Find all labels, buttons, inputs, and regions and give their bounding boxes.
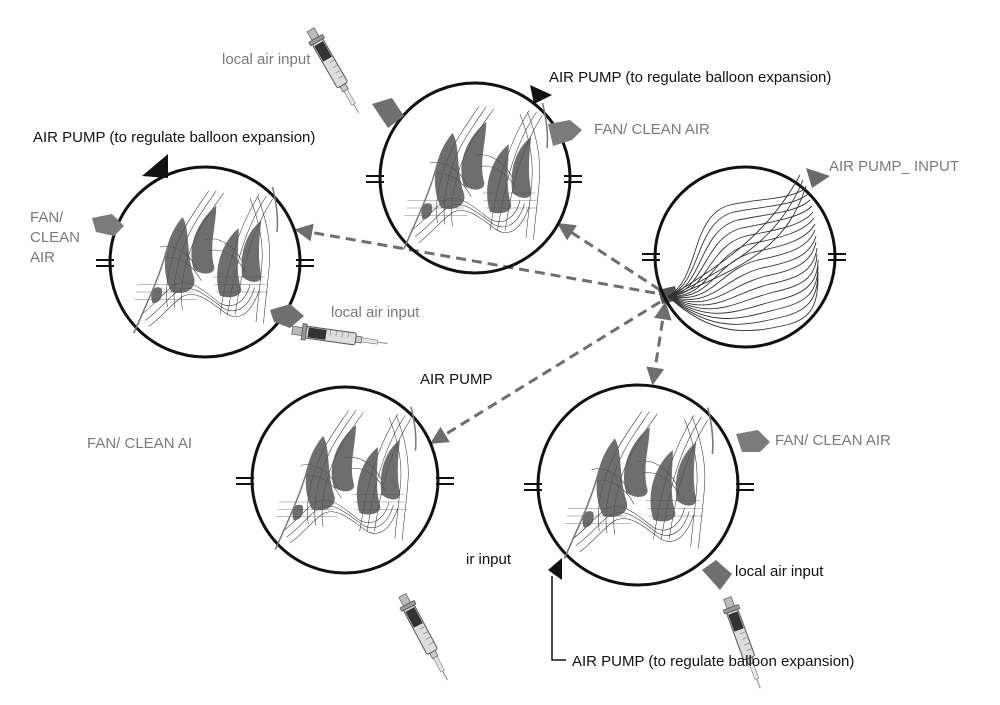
syringe-icon	[303, 25, 367, 118]
label-bottom-left-fan: FAN/ CLEAN AI	[87, 435, 193, 452]
arrow-to-top	[556, 223, 661, 292]
connector-arrows	[294, 223, 672, 444]
label-left-fan: FAN/ CLEAN AIR	[30, 209, 81, 266]
leader-line	[551, 576, 566, 661]
pump-marker	[548, 558, 562, 580]
inlet-shape	[702, 560, 732, 590]
pump-marker	[806, 168, 830, 188]
syringe-icon	[719, 594, 769, 692]
label-bottom-left-air-pump: AIR PUMP	[420, 371, 493, 388]
label-top-fan: FAN/ CLEAN AIR	[594, 121, 710, 138]
label-bottom-right-fan: FAN/ CLEAN AIR	[775, 432, 891, 449]
label-top-local-air-input: local air input	[222, 51, 311, 68]
label-bottom-right-air-pump: AIR PUMP (to regulate balloon expansion)	[572, 653, 855, 670]
balloon-chamber-bottom-left	[236, 385, 455, 685]
arrow-to-bottom-right	[646, 301, 672, 386]
air-pump-input-chamber	[642, 165, 846, 349]
fan-shape	[92, 214, 124, 236]
label-top-air-pump: AIR PUMP (to regulate balloon expansion)	[549, 69, 832, 86]
arrow-to-bottom-left	[429, 300, 661, 444]
label-bottom-right-ir-input: ir input	[466, 551, 512, 568]
label-air-pump-input: AIR PUMP_ INPUT	[829, 158, 960, 175]
syringe-icon	[394, 591, 455, 685]
balloon-chamber-left	[92, 154, 389, 359]
label-left-air-pump: AIR PUMP (to regulate balloon expansion)	[33, 129, 316, 146]
inlet-shape	[270, 304, 304, 328]
balloon-chamber-top	[303, 25, 582, 275]
pump-marker	[530, 85, 552, 104]
label-left-local-air-input: local air input	[331, 304, 420, 321]
balloon-chamber-bottom-right	[524, 383, 770, 692]
label-bottom-right-local-air-input: local air input	[735, 563, 824, 580]
syringe-icon	[290, 321, 389, 352]
inlet-shape	[372, 98, 404, 128]
pump-marker	[142, 154, 168, 178]
arrow-to-left	[294, 223, 656, 295]
fan-shape	[736, 430, 770, 452]
fan-shape	[548, 120, 582, 146]
